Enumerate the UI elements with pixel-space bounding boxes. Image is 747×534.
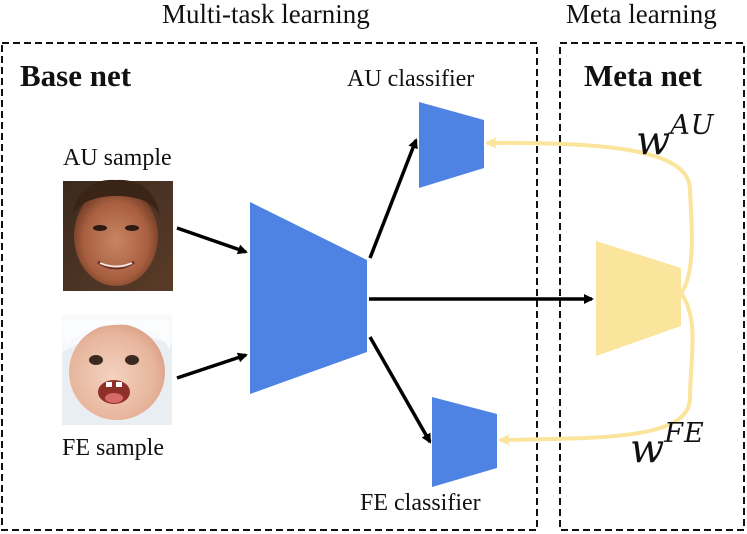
fe-sample-image: [62, 315, 172, 425]
meta-network-shape: [596, 241, 681, 356]
au-sample-label: AU sample: [63, 145, 172, 171]
au-weight-base: w: [636, 118, 671, 165]
base-net-title: Base net: [20, 58, 132, 93]
fe-sample-arrow: [176, 352, 248, 380]
fe-classifier-arrow: [368, 336, 432, 444]
meta-learning-header: Meta learning: [566, 0, 717, 29]
fe-weight-feedback: [498, 291, 695, 446]
fe-sample-label: FE sample: [62, 435, 164, 461]
au-weight-label: wAU: [636, 110, 715, 165]
au-classifier-shape: [419, 102, 484, 188]
au-classifier-arrow: [368, 138, 418, 259]
au-classifier-label: AU classifier: [347, 66, 475, 92]
au-weight-feedback: [485, 136, 694, 295]
fe-classifier-label: FE classifier: [360, 490, 481, 516]
au-sample-arrow: [176, 226, 248, 255]
au-sample-image: [63, 179, 173, 291]
fe-weight-base: w: [630, 426, 665, 473]
fe-weight-label: wFE: [630, 418, 705, 473]
fe-weight-superscript: FE: [664, 418, 705, 449]
multitask-learning-header: Multi-task learning: [162, 0, 370, 29]
fe-classifier-shape: [432, 397, 497, 487]
meta-net-box: [559, 42, 745, 531]
base-net-box: [1, 42, 538, 531]
meta-net-title: Meta net: [584, 58, 702, 93]
au-weight-superscript: AU: [670, 110, 715, 141]
base-network-shape: [250, 202, 367, 394]
